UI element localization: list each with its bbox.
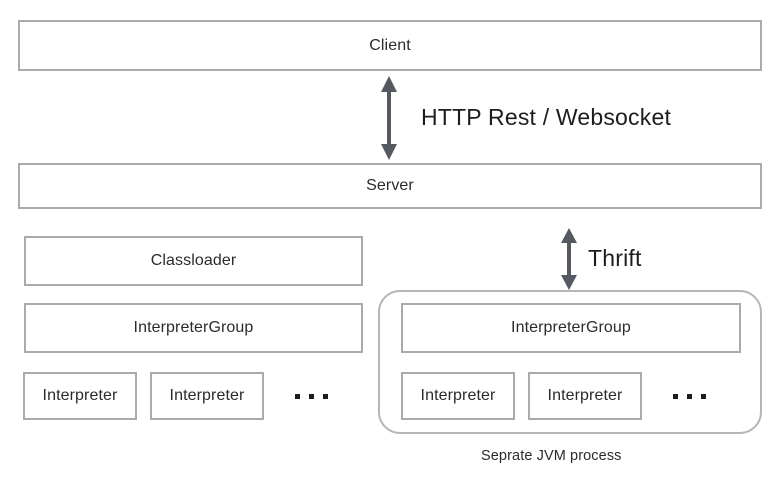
node-interpreter-group-right: InterpreterGroup bbox=[401, 303, 741, 353]
node-interpreter-left-1: Interpreter bbox=[23, 372, 137, 420]
node-interpreter-right-1-label: Interpreter bbox=[420, 387, 496, 404]
connection-label-thrift: Thrift bbox=[588, 245, 642, 271]
node-classloader: Classloader bbox=[24, 236, 363, 286]
node-interpreter-right-1: Interpreter bbox=[401, 372, 515, 420]
node-classloader-label: Classloader bbox=[150, 252, 237, 269]
ellipsis-dot bbox=[687, 393, 692, 399]
caption-separate-jvm-process: Seprate JVM process bbox=[481, 448, 622, 464]
double-arrow-icon-thrift bbox=[558, 228, 580, 295]
node-interpreter-right-2-label: Interpreter bbox=[547, 387, 623, 404]
ellipsis-icon-right bbox=[673, 372, 706, 420]
node-interpreter-group-left: InterpreterGroup bbox=[24, 303, 363, 353]
node-interpreter-group-right-label: InterpreterGroup bbox=[511, 319, 631, 336]
ellipsis-icon-left bbox=[295, 372, 328, 420]
ellipsis-dot bbox=[701, 393, 706, 399]
connection-label-http: HTTP Rest / Websocket bbox=[421, 104, 672, 130]
node-interpreter-left-1-label: Interpreter bbox=[42, 387, 118, 404]
node-interpreter-left-2: Interpreter bbox=[150, 372, 264, 420]
node-client-label: Client bbox=[369, 36, 411, 54]
node-client: Client bbox=[18, 20, 762, 71]
node-server-label: Server bbox=[366, 177, 414, 194]
node-interpreter-right-2: Interpreter bbox=[528, 372, 642, 420]
node-interpreter-left-2-label: Interpreter bbox=[169, 387, 245, 404]
double-arrow-icon-http bbox=[378, 76, 400, 165]
node-server: Server bbox=[18, 163, 762, 209]
ellipsis-dot bbox=[295, 393, 300, 399]
ellipsis-dot bbox=[323, 393, 328, 399]
node-interpreter-group-left-label: InterpreterGroup bbox=[133, 319, 254, 336]
ellipsis-dot bbox=[309, 393, 314, 399]
ellipsis-dot bbox=[673, 393, 678, 399]
